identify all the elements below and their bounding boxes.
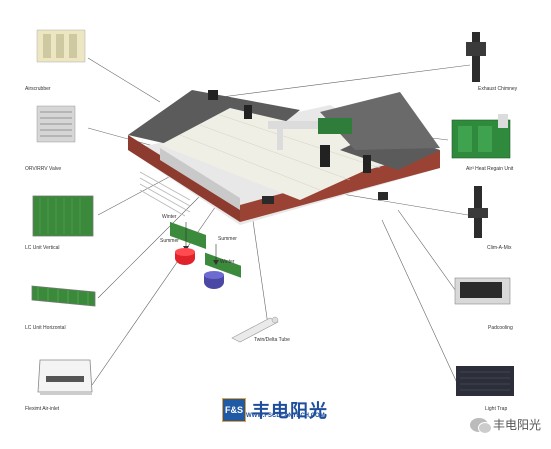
poultry-house-building — [128, 90, 440, 278]
wechat-icon — [469, 417, 492, 434]
clim-a-mix-unit — [468, 186, 488, 238]
brand-name: 丰电阳光 — [252, 401, 328, 422]
orv-rrv-valve-unit — [36, 105, 76, 143]
label-lc-unit-vertical: LC Unit Vertical — [25, 245, 60, 251]
brand-logo: F&S — [222, 398, 246, 422]
label-padcooling: Padcooling — [488, 325, 513, 331]
label-heat-regain-unit: Air³ Heat Regain Unit — [466, 166, 514, 172]
brand-url: WWW.FSCLEANTECH.COM — [246, 413, 325, 419]
label-summer-left: Summer — [160, 238, 179, 244]
fleximl-air-inlet — [37, 359, 93, 395]
lc-unit-vertical — [32, 195, 94, 237]
label-fleximl-air-inlet: Fleximt Air-inlet — [25, 406, 60, 412]
padcooling-unit — [454, 277, 511, 305]
watermark-text: 丰电阳光 — [492, 418, 541, 432]
watermark: 丰电阳光 — [469, 416, 541, 434]
label-twin-delta-tube: Twin/Delta Tube — [254, 337, 290, 343]
label-clim-a-mix: Clim-A-Mix — [487, 245, 512, 251]
cooling-pipes — [139, 171, 191, 217]
brand-block: F&S 丰电阳光 — [222, 397, 328, 423]
twin-delta-tube-unit — [231, 316, 279, 343]
label-airscrubber: Airscrubber — [25, 86, 51, 92]
summer-winter-flow — [175, 222, 224, 289]
label-light-trap: Light Trap — [485, 406, 508, 412]
label-summer-right: Summer — [218, 236, 237, 242]
heat-regain-unit — [451, 114, 511, 159]
label-winter-bottom: Winter — [220, 259, 235, 265]
exhaust-chimney-unit — [466, 32, 486, 82]
lc-unit-horizontal — [31, 285, 96, 307]
label-orv-rrv-valve: ORV/RRV Valve — [25, 166, 62, 172]
light-trap-unit — [456, 366, 514, 396]
airscrubber-unit — [36, 29, 86, 63]
label-lc-unit-horizontal: LC Unit Horizontal — [25, 325, 66, 331]
label-exhaust-chimney: Exhaust Chimney — [478, 86, 518, 92]
label-winter-top: Winter — [162, 214, 177, 220]
connector-lines — [87, 57, 471, 386]
